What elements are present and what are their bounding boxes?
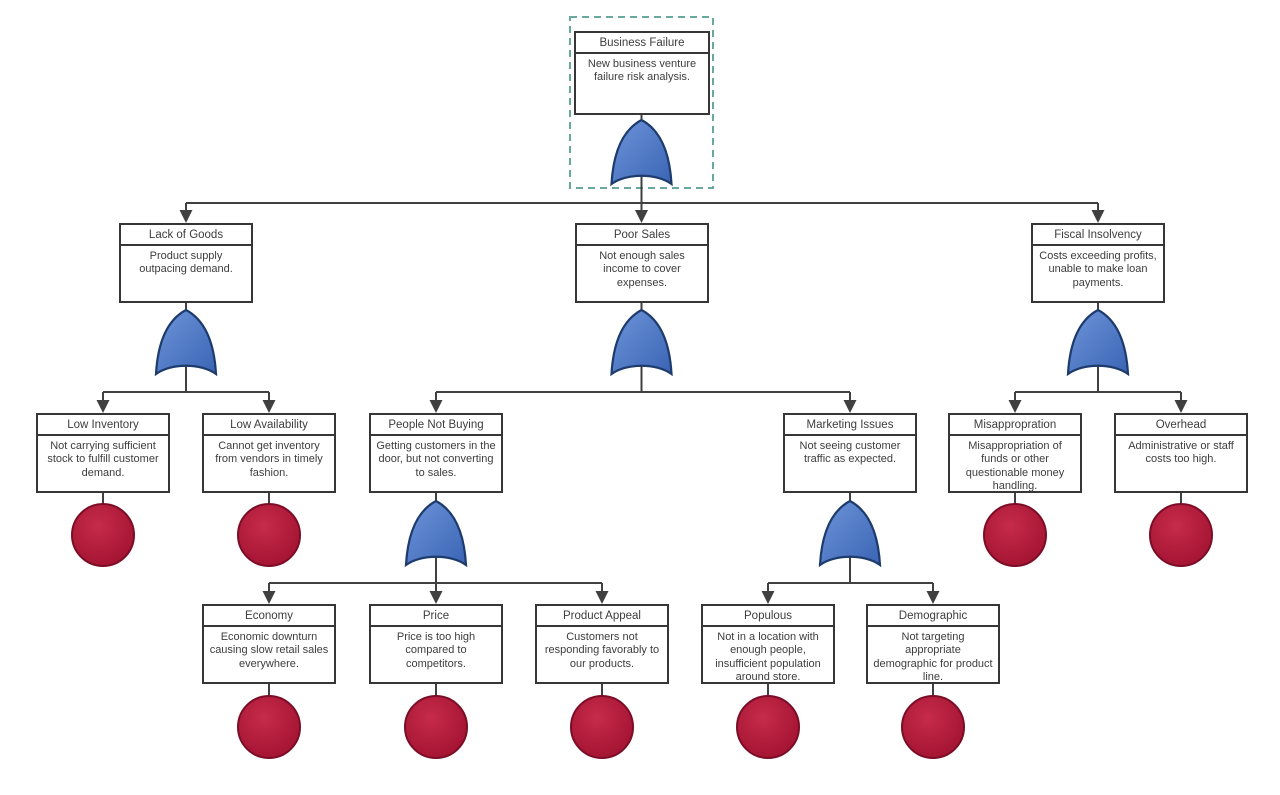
basic-event-populous-icon[interactable]	[736, 695, 800, 759]
arrowhead-low-availability	[262, 400, 276, 413]
basic-event-low-availability-icon[interactable]	[237, 503, 301, 567]
arrowhead-marketing-issues	[843, 400, 857, 413]
arrowhead-people-not-buying	[429, 400, 443, 413]
node-description: Customers not responding favorably to ou…	[544, 631, 660, 670]
basic-event-product-appeal-icon[interactable]	[570, 695, 634, 759]
arrowhead-low-inventory	[96, 400, 110, 413]
node-overhead[interactable]: Overhead Administrative or staff costs t…	[1114, 413, 1248, 493]
node-description: Misappropriation of funds or other quest…	[965, 440, 1065, 493]
or-gate-people-not-buying-icon[interactable]	[404, 499, 468, 568]
node-title: Low Inventory	[38, 415, 168, 436]
node-description: Getting customers in the door, but not c…	[376, 440, 496, 479]
basic-event-demographic-icon[interactable]	[901, 695, 965, 759]
node-description: Administrative or staff costs too high.	[1128, 440, 1234, 466]
node-title: Misappropration	[950, 415, 1080, 436]
node-description: Not targeting appropriate demographic fo…	[873, 631, 993, 684]
node-description: New business venture failure risk analys…	[587, 58, 697, 84]
node-populous[interactable]: Populous Not in a location with enough p…	[701, 604, 835, 684]
or-gate-business-failure-icon[interactable]	[610, 118, 673, 187]
node-description: Not in a location with enough people, in…	[715, 631, 821, 684]
arrowhead-overhead	[1174, 400, 1188, 413]
arrowhead-poor-sales	[635, 210, 648, 223]
node-economy[interactable]: Economy Economic downturn causing slow r…	[202, 604, 336, 684]
node-title: Marketing Issues	[785, 415, 915, 436]
basic-event-low-inventory-icon[interactable]	[71, 503, 135, 567]
node-title: Poor Sales	[577, 225, 707, 246]
arrowhead-fiscal-insolvency	[1091, 210, 1105, 223]
node-title: Business Failure	[576, 33, 708, 54]
node-description: Economic downturn causing slow retail sa…	[209, 631, 329, 670]
arrowhead-price	[429, 591, 443, 604]
or-gate-lack-of-goods-icon[interactable]	[154, 308, 218, 377]
basic-event-misappropration-icon[interactable]	[983, 503, 1047, 567]
node-description: Costs exceeding profits, unable to make …	[1039, 250, 1157, 289]
node-marketing-issues[interactable]: Marketing Issues Not seeing customer tra…	[783, 413, 917, 493]
node-description: Product supply outpacing demand.	[139, 250, 233, 276]
node-people-not-buying[interactable]: People Not Buying Getting customers in t…	[369, 413, 503, 493]
node-title: Price	[371, 606, 501, 627]
node-description: Not seeing customer traffic as expected.	[799, 440, 901, 466]
arrowhead-product-appeal	[595, 591, 609, 604]
node-demographic[interactable]: Demographic Not targeting appropriate de…	[866, 604, 1000, 684]
node-description: Not carrying sufficient stock to fulfill…	[47, 440, 159, 479]
node-title: Low Availability	[204, 415, 334, 436]
node-poor-sales[interactable]: Poor Sales Not enough sales income to co…	[575, 223, 709, 303]
node-fiscal-insolvency[interactable]: Fiscal Insolvency Costs exceeding profit…	[1031, 223, 1165, 303]
node-price[interactable]: Price Price is too high compared to comp…	[369, 604, 503, 684]
basic-event-economy-icon[interactable]	[237, 695, 301, 759]
arrowhead-misappropration	[1008, 400, 1022, 413]
or-gate-fiscal-insolvency-icon[interactable]	[1066, 308, 1130, 377]
arrowhead-populous	[761, 591, 775, 604]
node-misappropration[interactable]: Misappropration Misappropriation of fund…	[948, 413, 1082, 493]
node-lack-of-goods[interactable]: Lack of Goods Product supply outpacing d…	[119, 223, 253, 303]
node-title: Overhead	[1116, 415, 1246, 436]
or-gate-marketing-issues-icon[interactable]	[818, 499, 882, 568]
connector-basic-event-stubs-row1	[102, 493, 1182, 506]
or-gate-poor-sales-icon[interactable]	[610, 308, 673, 377]
node-description: Price is too high compared to competitor…	[396, 631, 476, 670]
node-low-inventory[interactable]: Low Inventory Not carrying sufficient st…	[36, 413, 170, 493]
node-description: Cannot get inventory from vendors in tim…	[215, 440, 323, 479]
connector-basic-event-stubs-row2	[268, 684, 934, 700]
basic-event-price-icon[interactable]	[404, 695, 468, 759]
node-title: Lack of Goods	[121, 225, 251, 246]
node-title: Demographic	[868, 606, 998, 627]
arrowhead-lack-of-goods	[179, 210, 193, 223]
arrowhead-economy	[262, 591, 276, 604]
node-title: Populous	[703, 606, 833, 627]
arrowhead-demographic	[926, 591, 940, 604]
node-product-appeal[interactable]: Product Appeal Customers not responding …	[535, 604, 669, 684]
node-title: Fiscal Insolvency	[1033, 225, 1163, 246]
node-title: Economy	[204, 606, 334, 627]
node-business-failure[interactable]: Business Failure New business venture fa…	[574, 31, 710, 115]
node-title: Product Appeal	[537, 606, 667, 627]
node-low-availability[interactable]: Low Availability Cannot get inventory fr…	[202, 413, 336, 493]
node-title: People Not Buying	[371, 415, 501, 436]
node-description: Not enough sales income to cover expense…	[599, 250, 685, 289]
basic-event-overhead-icon[interactable]	[1149, 503, 1213, 567]
